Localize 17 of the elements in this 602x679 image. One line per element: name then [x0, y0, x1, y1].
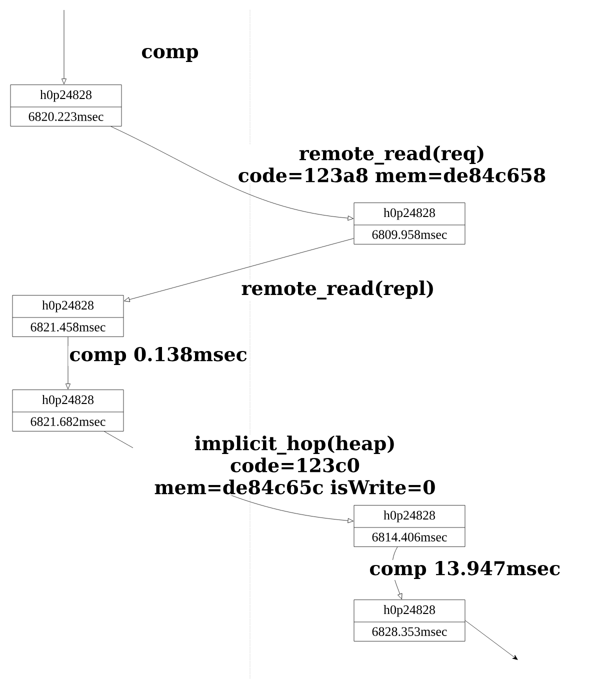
edge-label: remote_read(repl) — [240, 280, 436, 300]
edge-label: implicit_hop(heap) code=123c0 mem=de84c65c isWrite=0 — [133, 434, 457, 496]
edge-label: comp 13.947msec — [368, 560, 562, 580]
event-box: h0p24828 6814.406msec — [354, 505, 466, 547]
arrow — [66, 336, 70, 390]
edge-label: remote_read(req) code=123a8 mem=de84c658 — [234, 144, 550, 184]
event-box: h0p24828 6821.458msec — [12, 295, 124, 337]
event-box: h0p24828 6809.958msec — [354, 202, 466, 244]
event-box: h0p24828 6820.223msec — [10, 84, 122, 126]
edge-label: comp — [140, 46, 200, 64]
arrow — [62, 10, 66, 84]
arrow — [124, 238, 354, 302]
edge-label: comp 0.138msec — [68, 346, 248, 366]
event-box: h0p24828 6828.353msec — [354, 600, 466, 642]
arrow — [110, 126, 354, 221]
event-box: h0p24828 6821.682msec — [12, 390, 124, 432]
arrow — [465, 620, 518, 660]
